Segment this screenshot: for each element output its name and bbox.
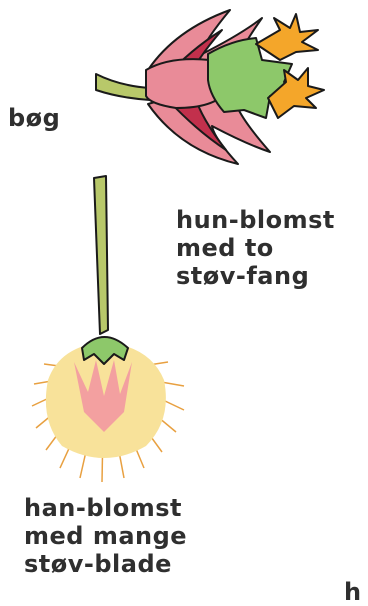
female-flower-label-line: med to: [176, 234, 335, 262]
male-flower-label: han-blomst med mange støv-blade: [24, 494, 187, 578]
male-flower-stalk: [94, 176, 108, 334]
male-flower: [32, 176, 184, 482]
tree-name-label: bøg: [8, 104, 60, 132]
female-flower-stigma-top: [256, 14, 318, 60]
female-flower-stalk: [96, 74, 150, 100]
female-flower-label: hun-blomst med to støv-fang: [176, 206, 335, 290]
male-flower-label-line: med mange: [24, 522, 187, 550]
female-flower-label-line: støv-fang: [176, 262, 335, 290]
male-flower-label-line: støv-blade: [24, 550, 187, 578]
male-flower-label-line: han-blomst: [24, 494, 187, 522]
female-flower: [96, 10, 324, 164]
female-flower-label-line: hun-blomst: [176, 206, 335, 234]
